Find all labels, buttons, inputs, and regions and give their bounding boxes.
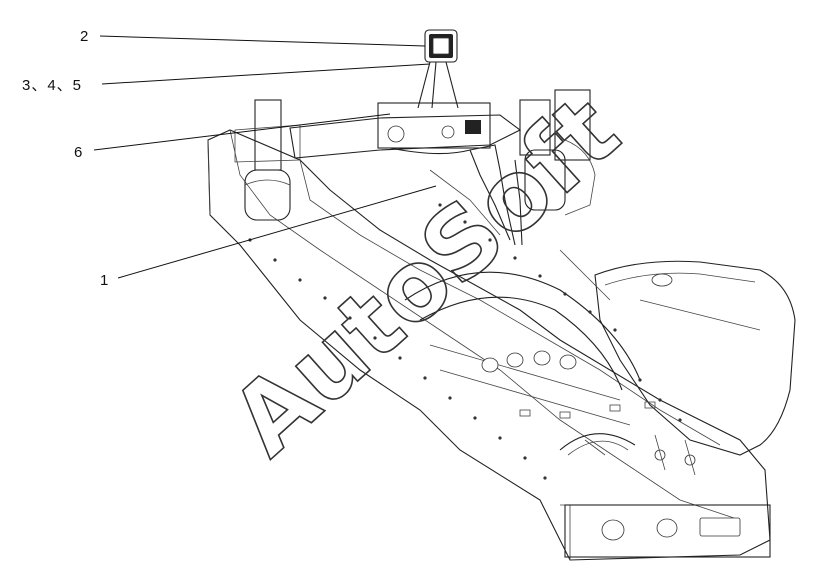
callout-6: 6 (74, 144, 83, 161)
fuel-tank (594, 260, 796, 456)
connector-round (387, 125, 405, 143)
right-rail-holes (438, 203, 682, 422)
leader-6 (93, 113, 391, 151)
rear-hole-1 (601, 519, 625, 541)
right-air-spring (519, 89, 596, 216)
mounting-bracket (377, 102, 491, 149)
leader-1 (117, 185, 437, 279)
callout-1: 1 (100, 272, 109, 289)
left-rail-holes (248, 238, 547, 480)
leader-345 (101, 63, 431, 85)
leader-2 (99, 35, 426, 47)
watermark-text: AutoSoft (210, 75, 640, 478)
rear-slot (699, 517, 741, 537)
front-cross-beam (289, 102, 522, 159)
connector-block (465, 120, 481, 134)
callout-leaders (93, 35, 437, 279)
wiring-harness (389, 144, 611, 301)
rear-fittings (519, 401, 696, 476)
rear-cross-member (564, 504, 771, 558)
arched-cross-member (404, 271, 641, 426)
left-air-spring (234, 99, 301, 221)
callout-2: 2 (80, 28, 89, 45)
fifth-wheel-plate (559, 433, 636, 456)
rear-hole-2 (656, 518, 678, 538)
watermark: AutoSoft (210, 74, 641, 478)
lamp-mast (417, 29, 459, 109)
callout-3-4-5: 3、4、5 (22, 77, 83, 94)
fuel-cap (651, 273, 673, 287)
